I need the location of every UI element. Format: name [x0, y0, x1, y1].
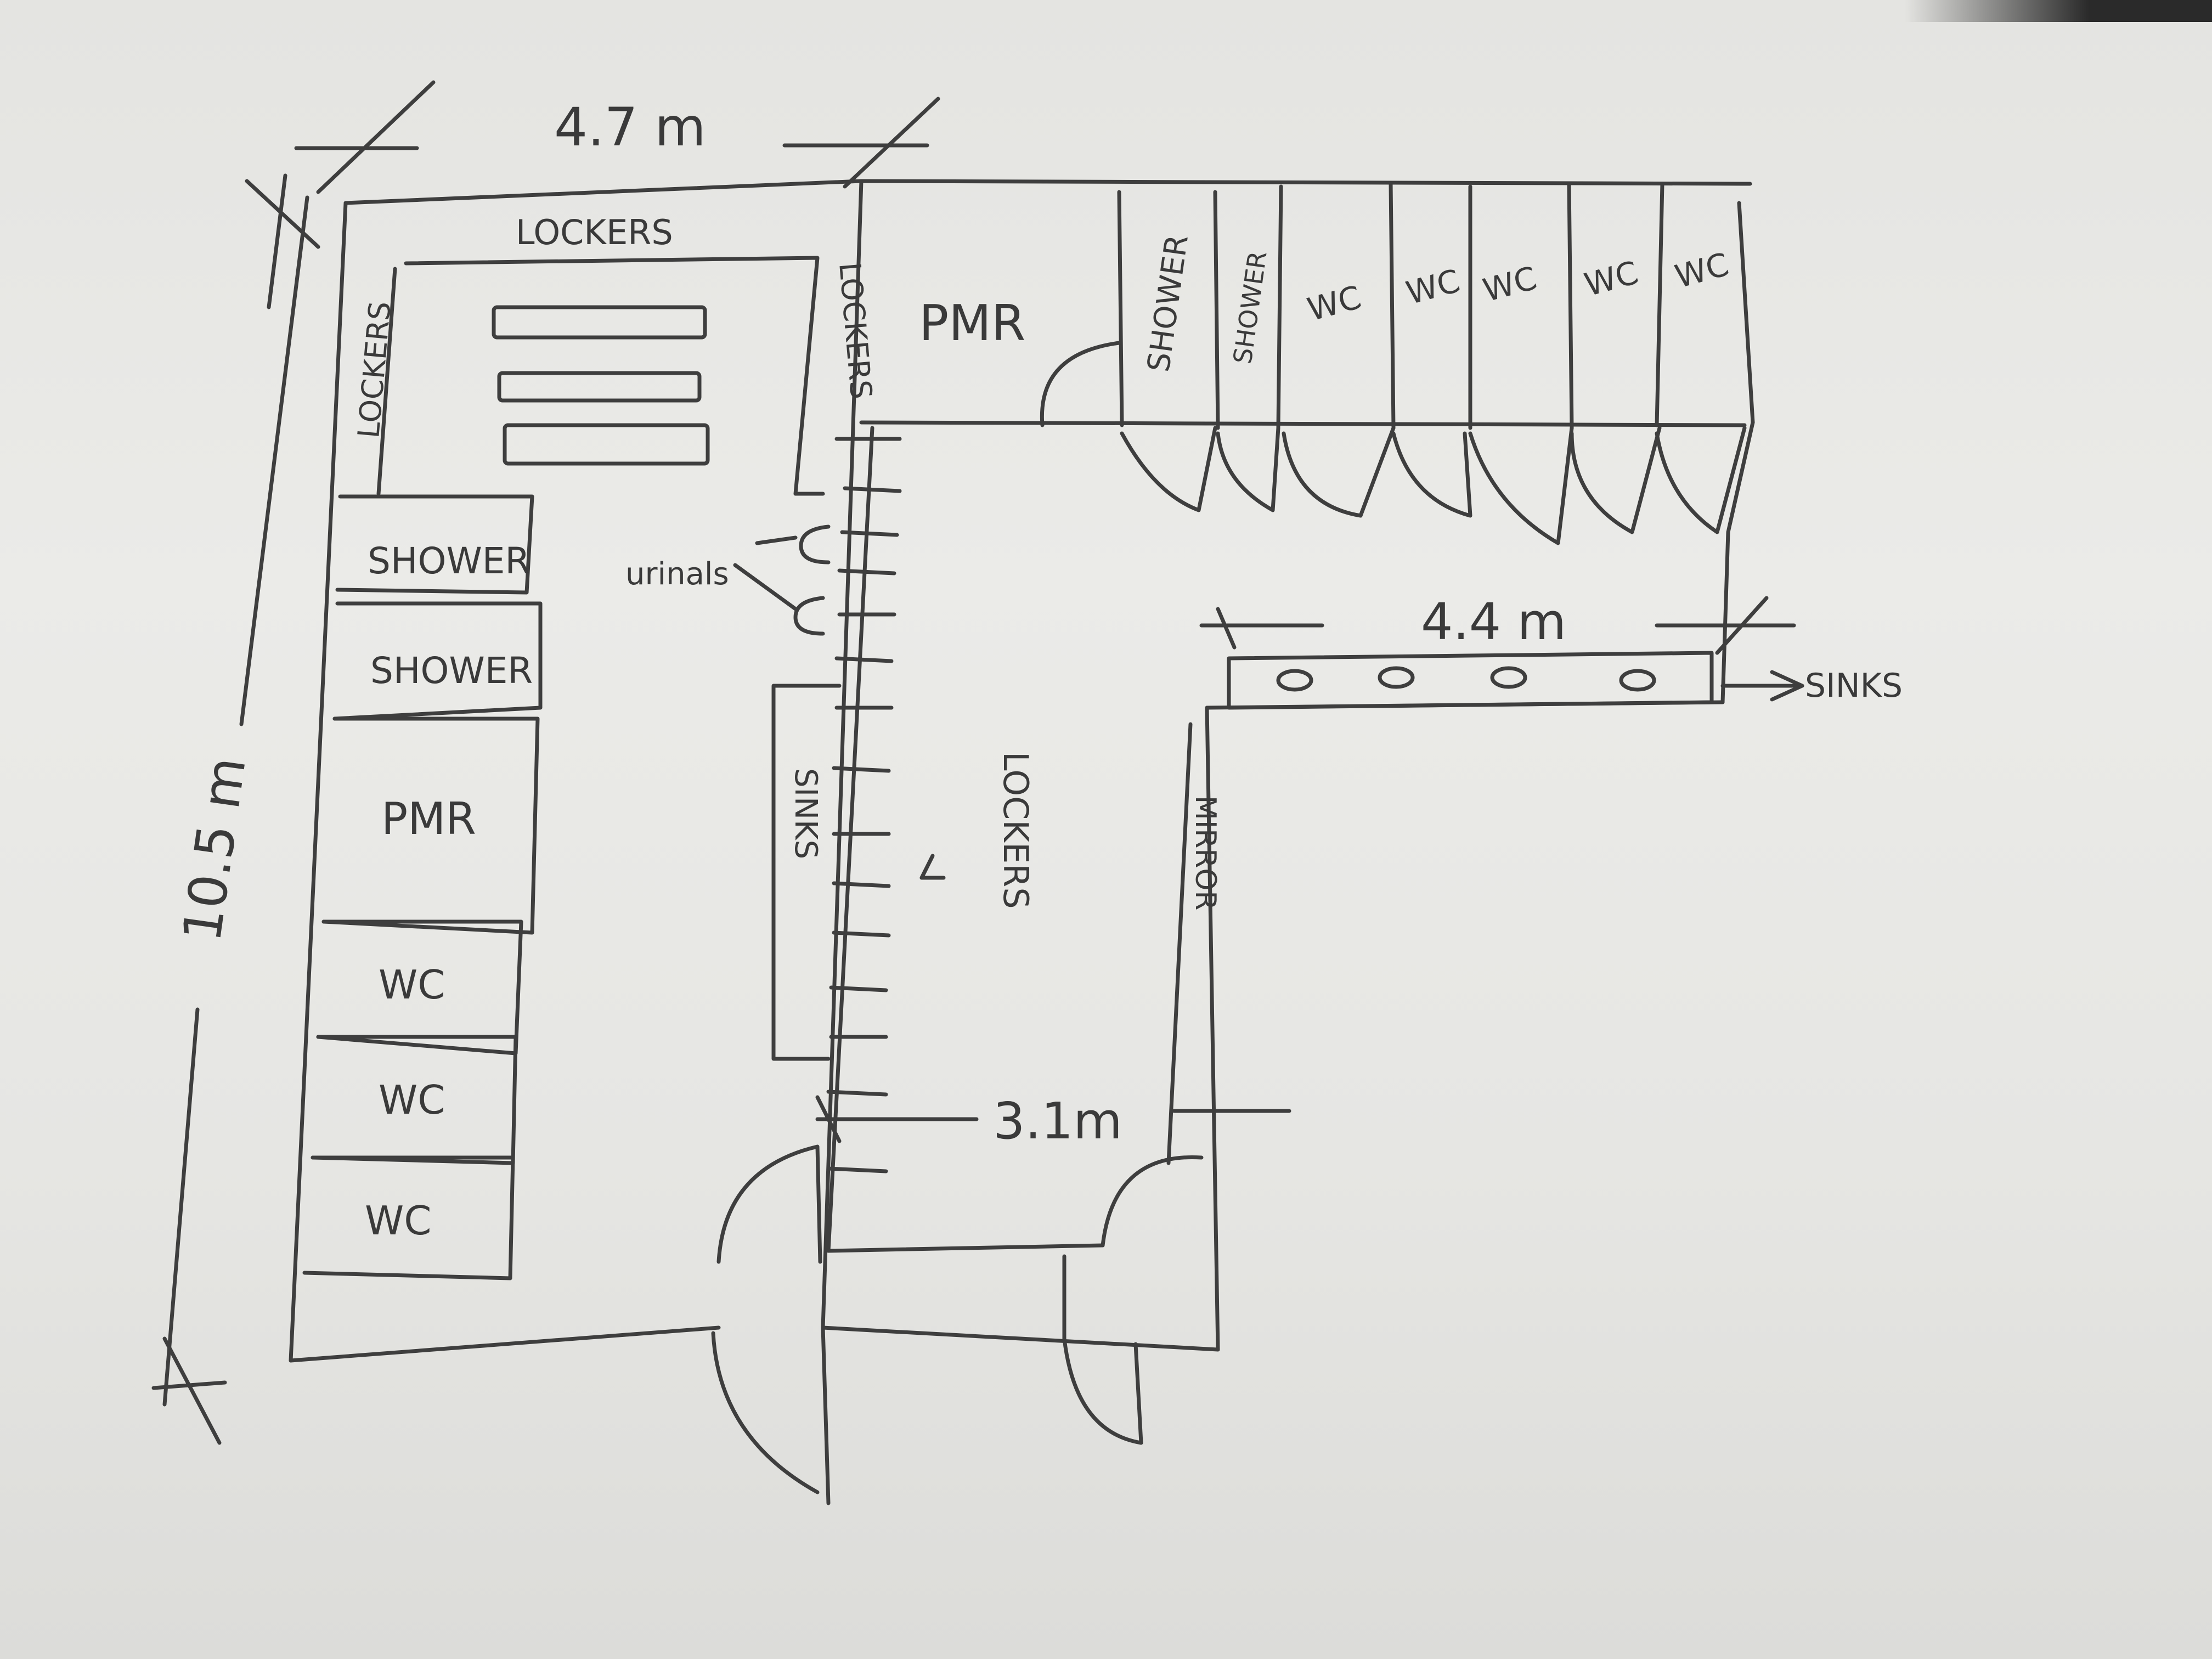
label-shower-1: SHOWER: [368, 540, 530, 582]
dimension-height-label: 10.5 m: [171, 753, 258, 945]
left-block-rooms: [302, 256, 1204, 1494]
label-shower-2: SHOWER: [370, 650, 533, 692]
label-wc-top-4: WC: [1581, 254, 1642, 304]
label-wc-top-3: WC: [1479, 259, 1541, 309]
label-lockers-left: LOCKERS: [351, 300, 398, 439]
top-right-rooms: [1040, 182, 1747, 1165]
label-wc-top-1: WC: [1304, 279, 1365, 329]
label-sinks-right: SINKS: [1805, 667, 1903, 705]
label-lockers-corridor: LOCKERS: [996, 752, 1036, 909]
label-urinals: urinals: [625, 556, 729, 592]
dark-edge: [1905, 0, 2212, 22]
label-sinks-left: SINKS: [788, 768, 823, 859]
label-mirror: MIRROR: [1189, 795, 1222, 911]
label-shower-top-2: SHOWER: [1227, 250, 1272, 366]
label-wc-top-5: WC: [1671, 246, 1733, 296]
dimension-width-label: 4.7 m: [554, 97, 706, 158]
label-wc-top-2: WC: [1402, 262, 1464, 312]
label-wc-left-1: WC: [379, 962, 445, 1008]
dimension-sinks-row-label: 4.4 m: [1421, 592, 1566, 651]
label-wc-left-2: WC: [379, 1077, 445, 1123]
label-lockers-top: LOCKERS: [516, 212, 673, 252]
label-lockers-right: LOCKERS: [832, 261, 879, 400]
label-pmr-left: PMR: [381, 793, 476, 844]
label-pmr-top: PMR: [919, 295, 1025, 352]
dimension-corridor-label: 3.1m: [993, 1092, 1122, 1150]
label-wc-left-3: WC: [365, 1198, 431, 1244]
label-shower-top-1: SHOWER: [1141, 233, 1195, 374]
